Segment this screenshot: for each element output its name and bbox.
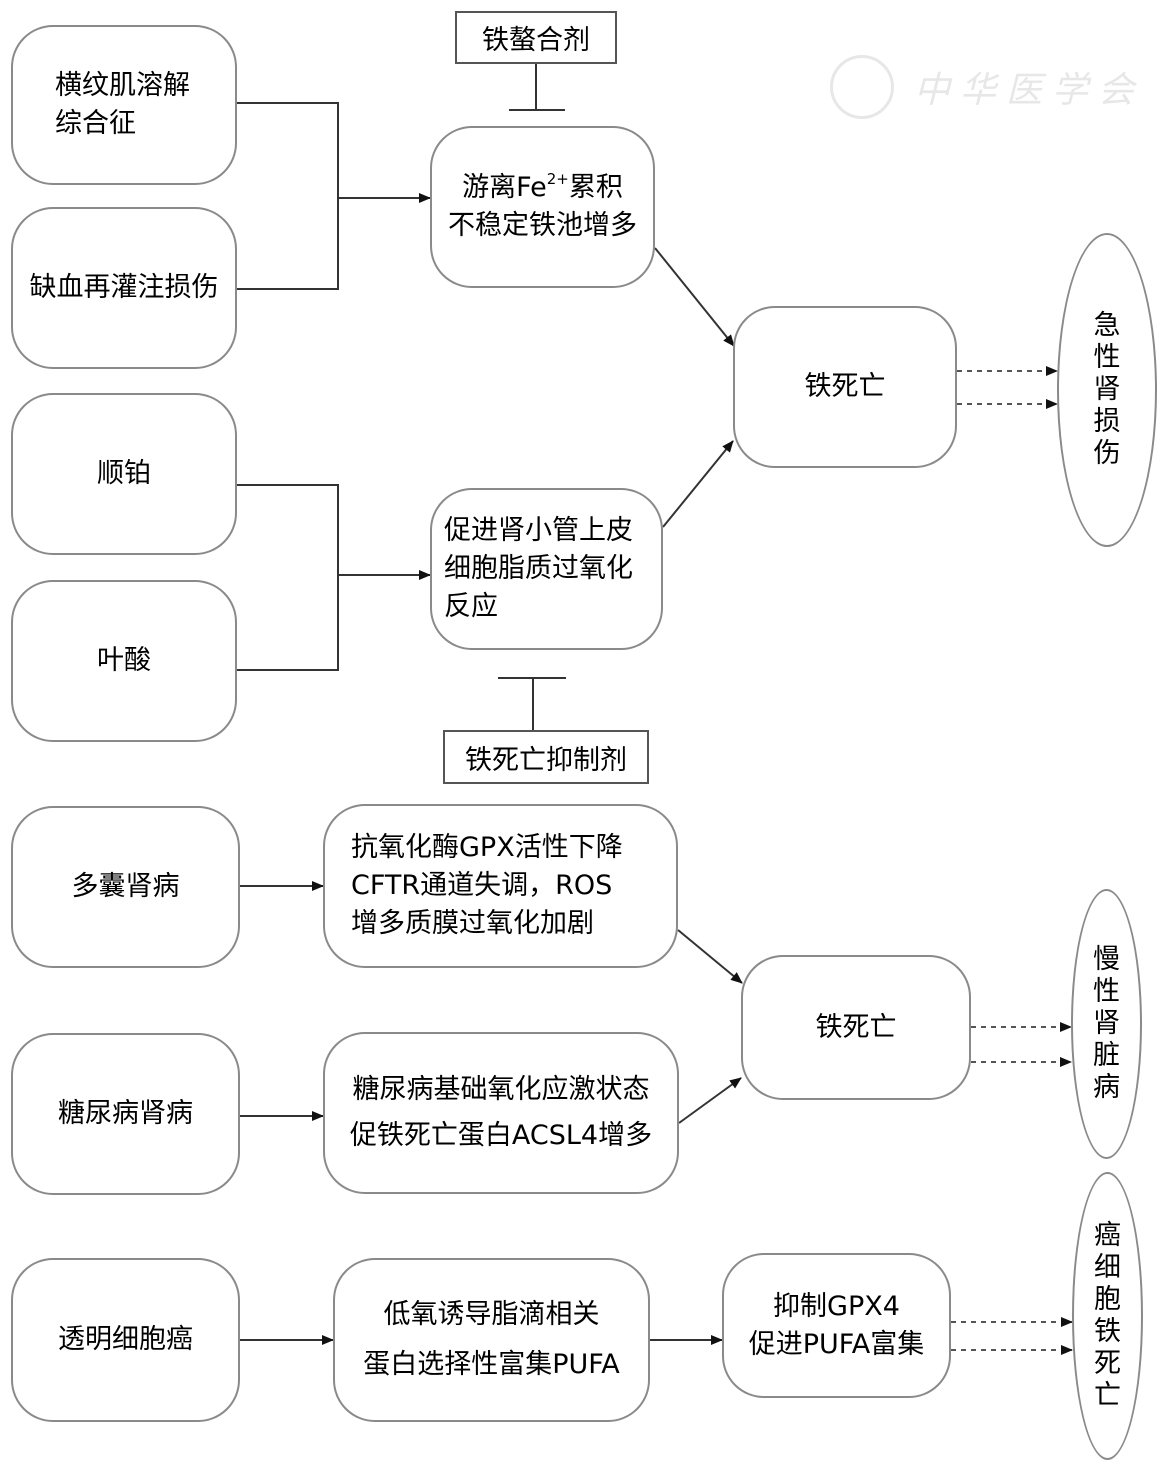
seal-icon [830,55,894,119]
outcome-char: 慢 [1093,944,1120,975]
cause-folic-acid: 叶酸 [11,580,237,742]
cause-cisplatin: 顺铂 [11,393,237,555]
superscript: 2+ [546,170,569,188]
outcome-char: 性 [1093,342,1121,373]
ferroptosis-label: 铁死亡 [815,1011,897,1043]
outcome-char: 伤 [1093,438,1121,469]
cause-line: 顺铂 [97,458,151,489]
mechanism-pufa: 低氧诱导脂滴相关 蛋白选择性富集PUFA [333,1258,650,1422]
mechanism-line: 游离Fe2+累积 [462,169,623,207]
mechanism-dkd: 糖尿病基础氧化应激状态 促铁死亡蛋白ACSL4增多 [323,1032,679,1194]
mechanism-iron-accumulation: 游离Fe2+累积 不稳定铁池增多 [430,126,655,288]
cause-line: 糖尿病肾病 [58,1098,193,1129]
ferroptosis-acute: 铁死亡 [733,306,957,468]
ferroptosis-inhibitor-label: 铁死亡抑制剂 [465,744,627,776]
outcome-char: 病 [1093,1072,1120,1103]
outcome-char: 肾 [1093,1008,1120,1039]
ferroptosis-label: 铁死亡 [804,371,886,402]
effect-gpx4: 抑制GPX4 促进PUFA富集 [722,1253,951,1398]
watermark-text: 中华医学会 [914,70,1145,111]
cause-ischemia-reperfusion: 缺血再灌注损伤 [11,207,237,369]
outcome-cancer-ferroptosis: 癌 细 胞 铁 死 亡 [1072,1172,1143,1460]
iron-chelator-label: 铁螯合剂 [482,25,590,56]
arrow-mech2-ferro [662,440,734,528]
mechanism-line: CFTR通道失调，ROS [351,870,613,901]
cause-pkd: 多囊肾病 [11,806,240,968]
ferroptosis-chronic: 铁死亡 [741,955,971,1100]
cause-dkd: 糖尿病肾病 [11,1033,240,1195]
outcome-char: 急 [1093,310,1121,341]
watermark-logo: 中华医学会 [830,55,1144,119]
outcome-char: 性 [1093,976,1120,1007]
arrow-mechA-ferro [677,929,743,984]
mechanism-line: 糖尿病基础氧化应激状态 [352,1074,650,1105]
arrow-mechB-ferro [678,1077,742,1124]
outcome-char: 铁 [1094,1316,1121,1347]
effect-line: 促进PUFA富集 [748,1328,925,1360]
cause-line: 透明细胞癌 [58,1324,193,1355]
mechanism-lipid-peroxidation: 促进肾小管上皮 细胞脂质过氧化 反应 [430,488,663,650]
mechanism-line: 增多质膜过氧化加剧 [351,908,594,939]
text-pre: 游离Fe [462,172,547,203]
mechanism-line: 促进肾小管上皮 [444,515,633,546]
mechanism-pkd: 抗氧化酶GPX活性下降 CFTR通道失调，ROS 增多质膜过氧化加剧 [323,804,678,968]
mechanism-line: 蛋白选择性富集PUFA [363,1349,620,1380]
cause-line: 横纹肌溶解 [55,70,190,101]
cause-line: 缺血再灌注损伤 [29,272,219,303]
connector-cisplatin [237,484,339,671]
mechanism-line: 不稳定铁池增多 [448,210,637,241]
outcome-char: 胞 [1094,1284,1121,1315]
outcome-ckd: 慢 性 肾 脏 病 [1071,889,1142,1159]
outcome-char: 亡 [1094,1380,1121,1411]
arrow-mech1-ferro [654,247,735,347]
cause-line: 综合征 [55,108,136,139]
ferroptosis-inhibitor-box: 铁死亡抑制剂 [443,730,649,784]
outcome-char: 损 [1093,406,1121,437]
outcome-char: 脏 [1093,1040,1120,1071]
mechanism-line: 低氧诱导脂滴相关 [383,1299,600,1330]
cause-line: 多囊肾病 [71,871,180,902]
connector-rhabdo [237,102,339,290]
cause-line: 叶酸 [97,645,151,676]
outcome-char: 细 [1094,1252,1121,1283]
outcome-aki: 急 性 肾 损 伤 [1057,233,1157,547]
mechanism-line: 细胞脂质过氧化 [444,553,633,584]
mechanism-line: 促铁死亡蛋白ACSL4增多 [349,1120,653,1151]
outcome-char: 肾 [1093,374,1121,405]
effect-line: 抑制GPX4 [773,1290,900,1322]
outcome-char: 死 [1094,1348,1121,1379]
cause-ccrcc: 透明细胞癌 [11,1258,240,1422]
mechanism-line: 反应 [444,591,498,622]
iron-chelator-box: 铁螯合剂 [455,11,617,64]
outcome-char: 癌 [1094,1220,1121,1251]
cause-rhabdomyolysis: 横纹肌溶解 综合征 [11,25,237,185]
text-post: 累积 [568,172,623,203]
mechanism-line: 抗氧化酶GPX活性下降 [351,832,623,863]
